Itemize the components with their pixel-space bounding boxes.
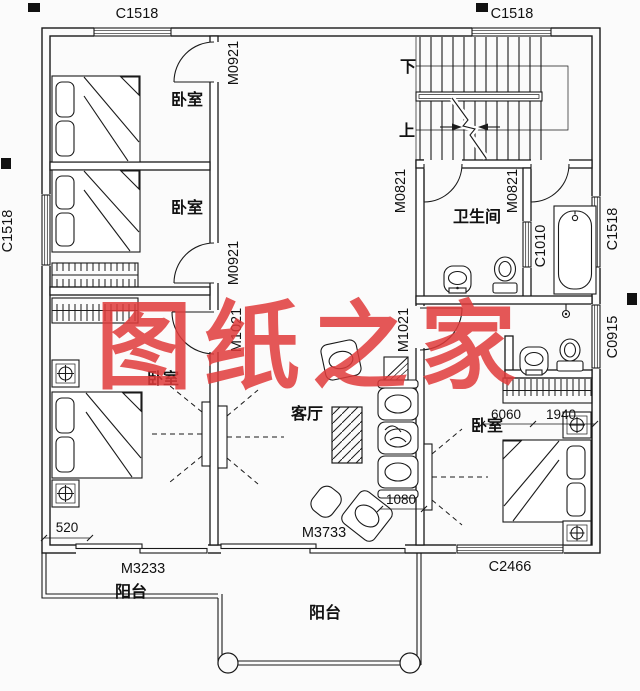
- door-bedroom-mid-left: [173, 242, 219, 284]
- bed-bottom-left: [51, 391, 143, 479]
- window-label-c1010: C1010: [533, 225, 549, 268]
- dim-520: 520: [56, 520, 79, 535]
- dimension-lines: [40, 420, 599, 542]
- nightstands: [51, 359, 592, 546]
- tv-bedroom-bottom-right: [423, 428, 488, 526]
- end-table: [383, 356, 409, 381]
- door-ensuite: [415, 306, 463, 351]
- stair-up-label: 上: [399, 122, 415, 140]
- axis-marker-right: [627, 293, 637, 305]
- shower-head: [561, 304, 571, 319]
- watermark-text: 图纸之家: [96, 294, 528, 401]
- window-c1518-top-left: [93, 27, 172, 37]
- window-c1518-left: [41, 194, 51, 266]
- dim-1080: 1080: [386, 492, 416, 507]
- bathtub: [553, 205, 597, 295]
- sliding-door-m3233: [75, 543, 208, 554]
- axis-marker-top-left: [28, 3, 40, 12]
- room-label-balcony-small: 阳台: [115, 582, 147, 601]
- door-label-m1021-bed3: M1021: [229, 308, 245, 352]
- window-c0915-right: [591, 304, 601, 369]
- axis-marker-left: [1, 158, 11, 169]
- door-label-m1021-ensuite: M1021: [396, 308, 412, 352]
- coffee-table: [331, 406, 363, 464]
- window-label-c0915-right: C0915: [605, 316, 621, 359]
- sliding-door-m3733: [220, 543, 406, 554]
- armchair-top: [320, 339, 362, 381]
- axis-marker-top-right: [476, 3, 488, 12]
- ensuite-sink: [519, 346, 549, 376]
- window-c1010-inner: [522, 221, 532, 268]
- tv-living-room: [217, 389, 284, 485]
- room-label-bedroom-top-left: 卧室: [171, 90, 203, 109]
- room-label-living: 客厅: [291, 404, 323, 423]
- door-bathroom-left: [423, 159, 463, 203]
- door-bedroom-bottom-left: [171, 310, 219, 355]
- room-label-bedroom-mid-left: 卧室: [171, 198, 203, 217]
- tv-bedroom-bottom-left: [150, 385, 211, 483]
- window-c2466-bottom: [456, 544, 564, 554]
- bed-bottom-right: [502, 439, 592, 523]
- dim-1940: 1940: [546, 407, 576, 422]
- window-label-c1518-top-left: C1518: [116, 6, 159, 22]
- room-label-bathroom: 卫生间: [453, 207, 501, 226]
- dim-6060: 6060: [491, 407, 521, 422]
- door-label-m0921-bed1: M0921: [226, 41, 242, 85]
- door-label-m0821-right: M0821: [505, 169, 521, 213]
- window-label-c2466: C2466: [489, 559, 532, 575]
- bed-top-left: [51, 75, 141, 163]
- bed-mid-left: [51, 169, 141, 253]
- stair-down-label: 下: [400, 59, 416, 76]
- armchair-bottom: [341, 490, 393, 542]
- window-label-c1518-right: C1518: [605, 208, 621, 251]
- staircase: [415, 37, 569, 160]
- bathroom-sink: [443, 265, 472, 294]
- door-label-m3233: M3233: [121, 561, 165, 577]
- door-label-m0821-left: M0821: [393, 169, 409, 213]
- room-label-balcony-main: 阳台: [309, 603, 341, 622]
- room-label-bedroom-bottom-right: 卧室: [471, 416, 503, 435]
- window-label-c1518-left: C1518: [0, 210, 16, 253]
- bathroom-toilet: [492, 256, 518, 294]
- door-bedroom-top-left: [173, 41, 219, 83]
- window-label-c1518-top-right: C1518: [491, 6, 534, 22]
- ottoman: [310, 485, 342, 518]
- door-bathroom-right: [530, 159, 570, 203]
- room-label-bedroom-bottom-left: 卧室: [147, 369, 179, 388]
- ensuite-toilet: [556, 338, 584, 372]
- door-label-m3733: M3733: [302, 525, 346, 541]
- wardrobes: [51, 262, 593, 404]
- door-label-m0921-bed2: M0921: [226, 241, 242, 285]
- window-c1518-top-right: [471, 27, 552, 37]
- balcony-railings: [41, 553, 422, 674]
